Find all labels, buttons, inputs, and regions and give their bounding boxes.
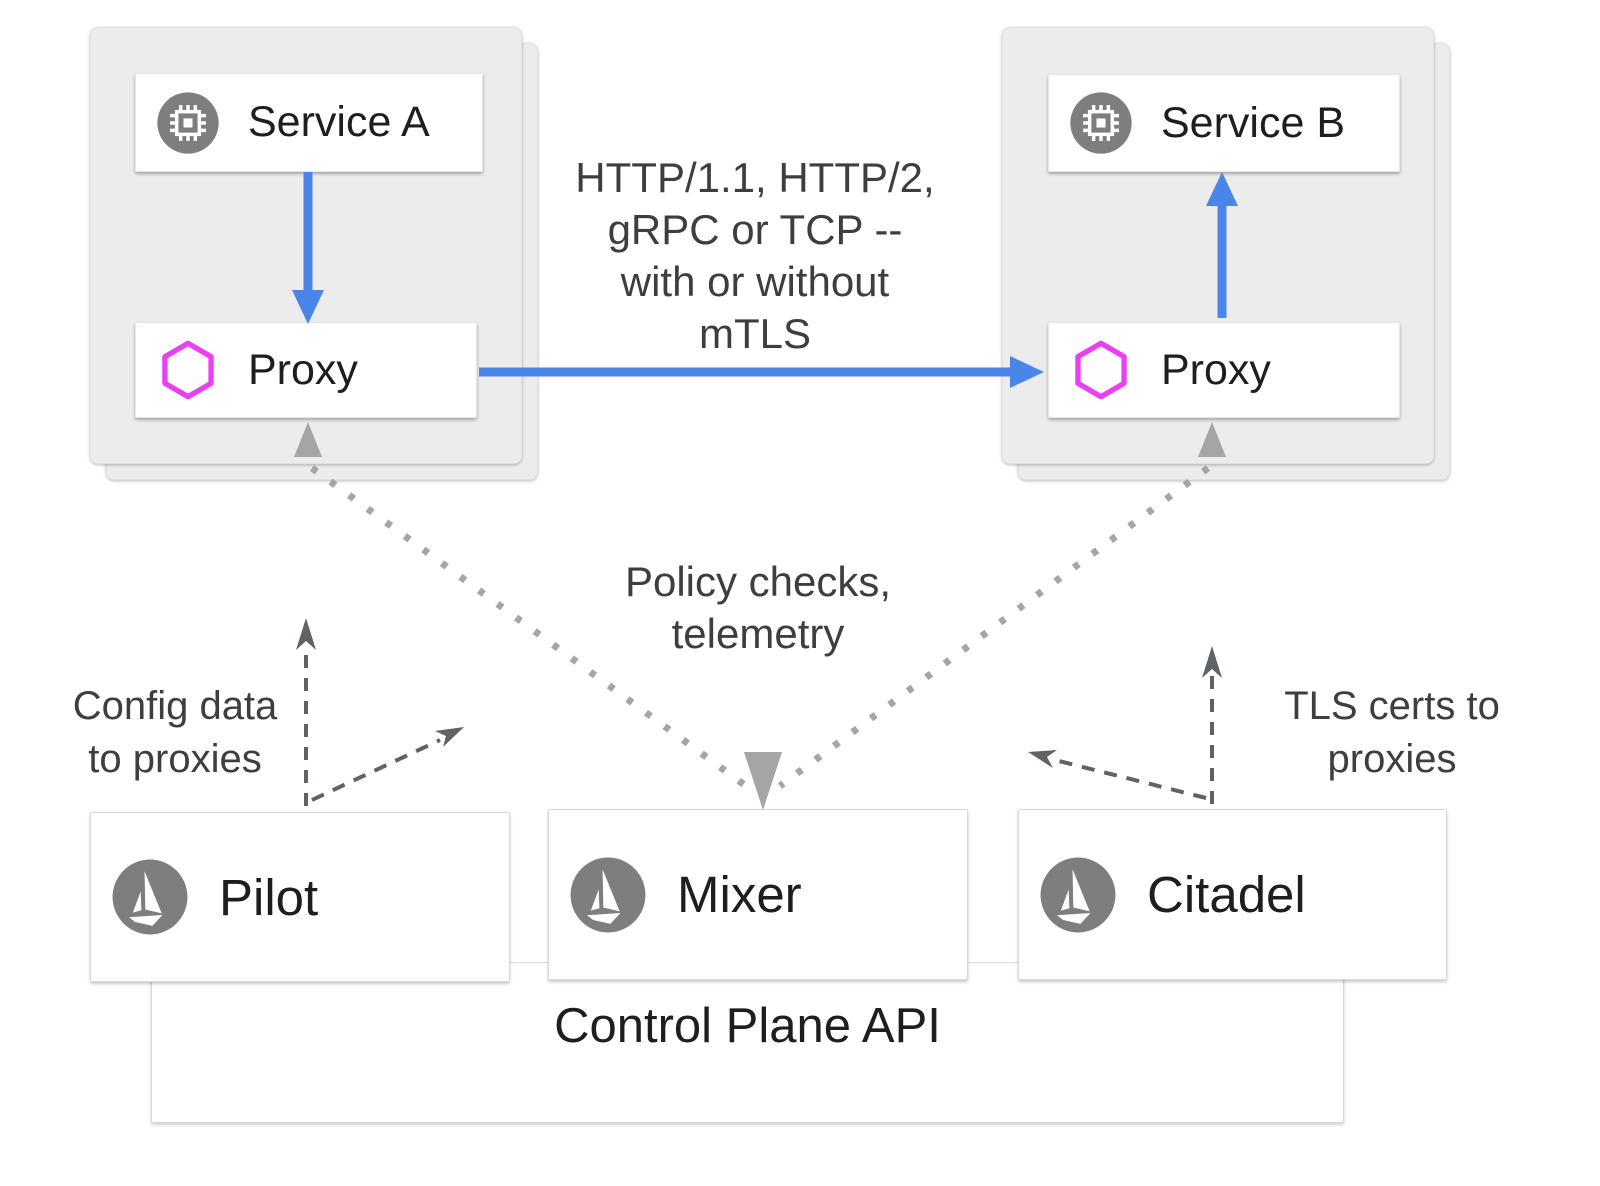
proxy-a-label: Proxy [248, 345, 358, 394]
pilot-node: Pilot [90, 812, 510, 982]
mixer-label: Mixer [677, 866, 802, 923]
control-plane-api-node: Control Plane API [151, 962, 1344, 1123]
citadel-label: Citadel [1147, 866, 1306, 923]
proxy-b-node: Proxy [1048, 322, 1400, 418]
service-b-node: Service B [1048, 74, 1400, 172]
service-a-label: Service A [248, 98, 430, 146]
envoy-hexagon-icon [156, 338, 220, 402]
dashed-pilot-diagonal [311, 727, 464, 802]
service-b-label: Service B [1161, 98, 1346, 147]
dotted-mixer-arrowhead [744, 752, 782, 810]
protocols-annotation: HTTP/1.1, HTTP/2, gRPC or TCP -- with or… [575, 154, 935, 357]
service-a-node: Service A [135, 73, 483, 172]
chip-icon [1069, 91, 1133, 155]
envoy-hexagon-icon [1069, 338, 1133, 402]
proxy-a-node: Proxy [135, 322, 477, 418]
dashed-citadel-diagonal [1028, 750, 1207, 800]
arrow-proxy-to-proxy [479, 356, 1044, 388]
pilot-label: Pilot [219, 868, 319, 926]
proxy-b-label: Proxy [1161, 345, 1271, 394]
policy-annotation: Policy checks, telemetry [624, 558, 892, 657]
dashed-citadel-up [1202, 646, 1222, 804]
control-plane-api-label: Control Plane API [554, 998, 941, 1053]
mixer-node: Mixer [548, 809, 968, 980]
citadel-node: Citadel [1018, 809, 1447, 980]
chip-icon [156, 91, 220, 155]
istio-sail-icon [1039, 856, 1117, 934]
config-data-annotation: Config data to proxies [72, 684, 278, 781]
istio-sail-icon [111, 858, 189, 936]
istio-sail-icon [569, 856, 647, 934]
tls-certs-annotation: TLS certs to proxies [1284, 684, 1500, 781]
